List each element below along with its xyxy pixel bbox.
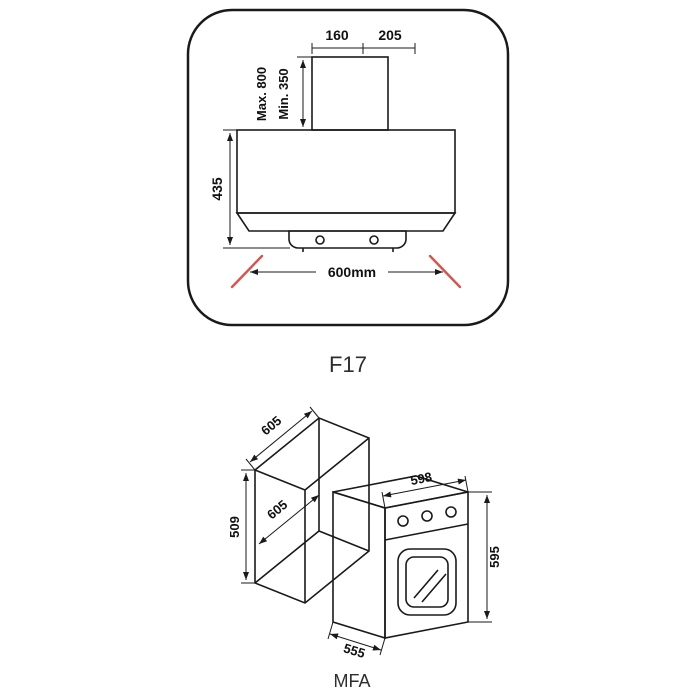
dim-ext xyxy=(468,491,492,623)
oven-left-face xyxy=(332,490,386,640)
oven-control-panel-line xyxy=(384,523,469,541)
oven-knob-center xyxy=(421,510,433,522)
dim-ext xyxy=(296,56,312,131)
hood-lamp-right xyxy=(369,235,379,245)
dim-hood-body-height: 435 xyxy=(209,177,225,201)
dim-hood-total-width: 600mm xyxy=(328,264,376,280)
dim-line xyxy=(258,494,320,545)
hood-chimney xyxy=(311,56,389,131)
hood-lamp-left xyxy=(315,235,325,245)
oven-door-glass xyxy=(405,556,449,608)
dim-hood-height: 435 xyxy=(209,129,290,249)
dim-hood-width: 600mm xyxy=(230,254,462,289)
hood-base xyxy=(288,230,407,249)
dim-chimney-height: Max. 800 Min. 350 xyxy=(254,56,312,131)
dim-oven-height: 595 xyxy=(487,546,502,568)
niche-inner-edges xyxy=(254,418,370,603)
niche-drawing: 605 605 509 xyxy=(227,406,370,604)
dim-chimney-width-right: 205 xyxy=(378,27,402,43)
dim-chimney-height-max: Max. 800 xyxy=(254,67,269,121)
dim-niche-height: 509 xyxy=(227,469,255,584)
dim-ext xyxy=(327,621,386,656)
dim-oven-width: 598 xyxy=(381,469,469,509)
hood-diagram: 160 205 Max. 800 Min. 350 435 600mm F17 xyxy=(186,8,510,377)
oven-knob-right xyxy=(445,506,457,518)
dim-chimney-top: 160 205 xyxy=(311,27,416,54)
dim-ext xyxy=(241,469,255,584)
oven-glass-shine xyxy=(413,569,447,603)
dim-line xyxy=(382,478,467,498)
oven-drawing: 598 595 555 xyxy=(327,469,502,661)
dim-line xyxy=(249,410,313,463)
dim-niche-height: 509 xyxy=(227,516,242,538)
oven-top-face xyxy=(332,475,469,509)
dim-ext xyxy=(245,406,320,471)
dim-niche-opening: 605 xyxy=(258,494,320,545)
oven-knob-left xyxy=(397,515,409,527)
dim-oven-depth: 555 xyxy=(327,621,386,661)
dim-chimney-height-min: Min. 350 xyxy=(276,68,291,119)
wall-hatch-right xyxy=(428,254,462,289)
dim-chimney-width-left: 160 xyxy=(325,27,349,43)
oven-diagram: 605 605 509 xyxy=(227,406,502,691)
hood-model-label: F17 xyxy=(329,352,367,377)
hood-base-feet xyxy=(302,248,394,252)
dim-niche-width: 605 xyxy=(264,497,290,522)
dim-niche-top: 605 xyxy=(245,406,320,471)
dim-ext xyxy=(223,129,290,249)
dim-niche-depth: 605 xyxy=(258,413,284,438)
dim-oven-depth: 555 xyxy=(342,640,367,661)
dim-line xyxy=(329,633,382,651)
hood-diagram-frame xyxy=(186,8,510,327)
oven-door-window xyxy=(397,548,457,616)
dim-oven-height: 595 xyxy=(468,491,502,623)
wall-hatch-left xyxy=(230,254,264,289)
hood-body xyxy=(236,129,456,214)
hood-lower-panel xyxy=(235,212,457,232)
dim-oven-width: 598 xyxy=(409,469,433,488)
oven-model-label: MFA xyxy=(333,671,370,691)
